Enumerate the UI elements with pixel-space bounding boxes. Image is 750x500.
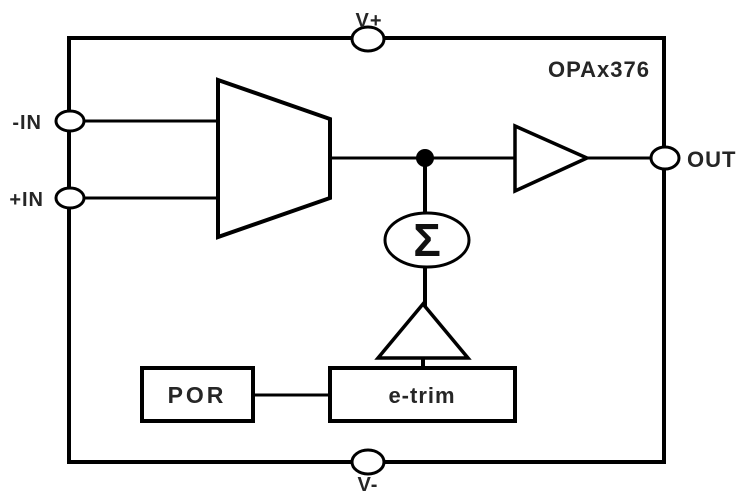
pos-in-pin bbox=[54, 186, 86, 210]
v-plus-pin bbox=[350, 25, 386, 53]
out-pin bbox=[649, 145, 681, 171]
por-block-label: POR bbox=[168, 382, 227, 408]
v-minus-pin bbox=[350, 448, 386, 476]
v-minus-label: V- bbox=[358, 474, 379, 496]
etrim-block-label: e-trim bbox=[388, 383, 455, 408]
etrim-block bbox=[328, 366, 517, 423]
input-gain-stage-symbol bbox=[216, 77, 332, 240]
pos-in-label: +IN bbox=[9, 189, 44, 211]
output-buffer-symbol bbox=[513, 123, 592, 194]
part-number-label: OPAx376 bbox=[548, 57, 650, 82]
junction-dot bbox=[416, 149, 434, 167]
summing-node-label: Σ bbox=[413, 214, 441, 266]
v-plus-label: V+ bbox=[355, 10, 382, 32]
neg-in-pin bbox=[54, 109, 86, 133]
out-label: OUT bbox=[687, 147, 736, 172]
neg-in-label: -IN bbox=[12, 112, 42, 134]
